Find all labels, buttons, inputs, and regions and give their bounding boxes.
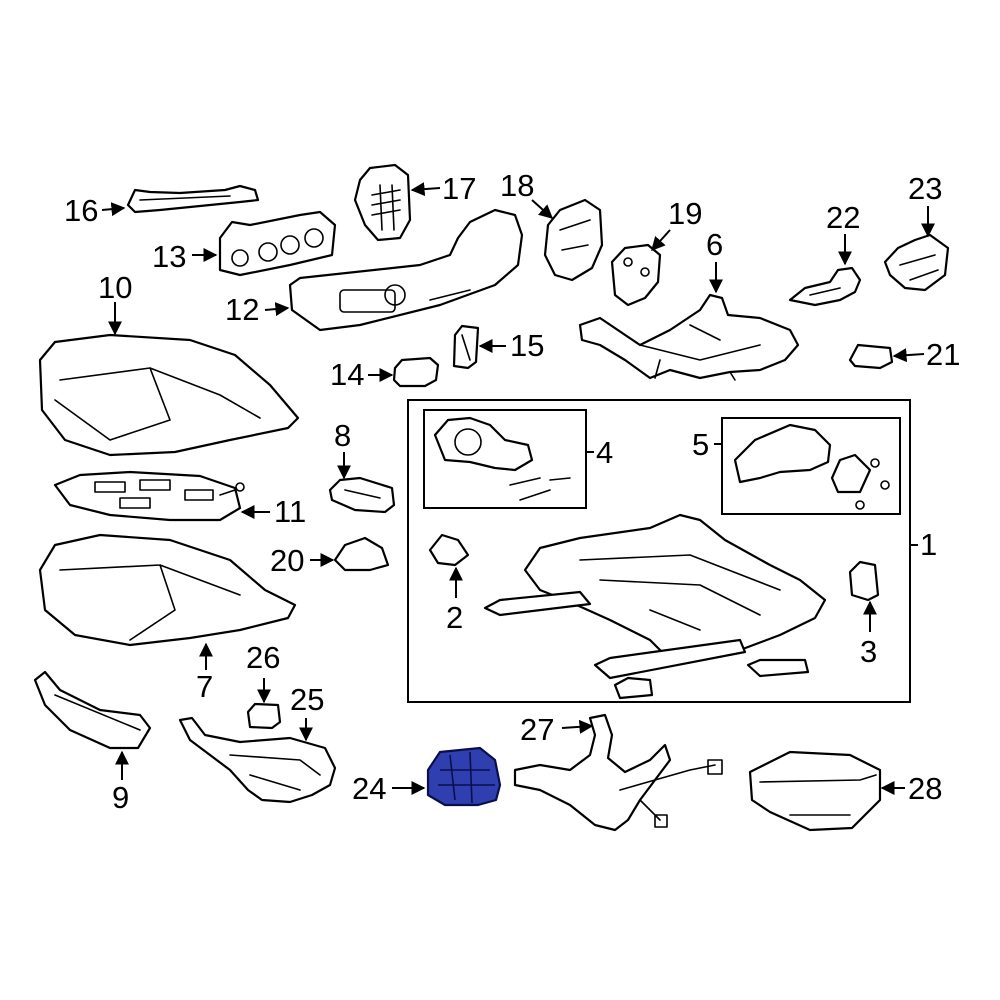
part-9-trim-panel[interactable] — [33, 670, 152, 750]
leader-27 — [561, 719, 594, 734]
callout-25: 25 — [290, 682, 324, 717]
callout-24: 24 — [352, 771, 386, 806]
callout-28: 28 — [908, 771, 942, 806]
callout-15: 15 — [510, 328, 544, 363]
callout-19: 19 — [668, 196, 702, 231]
part-10-cushion-cover[interactable] — [38, 333, 300, 457]
callout-22: 22 — [826, 200, 860, 235]
callout-9: 9 — [112, 780, 129, 815]
callout-20: 20 — [270, 543, 304, 578]
part-12-side-shield[interactable] — [288, 208, 524, 332]
callout-21: 21 — [926, 337, 960, 372]
callout-7: 7 — [196, 669, 213, 704]
leader-21 — [892, 348, 925, 363]
part-18-cover[interactable] — [543, 198, 604, 282]
leader-18 — [531, 199, 554, 219]
part-28-control-unit[interactable] — [748, 750, 882, 832]
part-14-knob[interactable] — [392, 356, 440, 388]
leader-19 — [651, 229, 671, 252]
leader-12 — [264, 302, 290, 317]
part-26-block[interactable] — [246, 702, 282, 730]
callout-16: 16 — [64, 193, 98, 228]
callout-23: 23 — [908, 171, 942, 206]
part-15-knob[interactable] — [452, 324, 480, 370]
part-24-highlighted-module[interactable] — [426, 746, 502, 807]
part-23-bracket[interactable] — [883, 233, 950, 292]
part-6-adjuster[interactable] — [578, 293, 800, 381]
callout-13: 13 — [152, 239, 186, 274]
callout-6: 6 — [706, 227, 723, 262]
part-20-clip[interactable] — [333, 536, 390, 572]
part-17-switch-housing[interactable] — [353, 163, 412, 242]
sub-box-5 — [721, 417, 901, 515]
callout-12: 12 — [225, 292, 259, 327]
part-2-clip[interactable] — [428, 533, 470, 567]
part-22-lever[interactable] — [788, 266, 862, 307]
callout-11: 11 — [274, 494, 306, 529]
callout-26: 26 — [246, 640, 280, 675]
part-7-cushion-pad[interactable] — [38, 533, 297, 647]
part-11-heater-pad[interactable] — [53, 470, 245, 522]
leader-16 — [101, 202, 126, 217]
callout-3: 3 — [860, 634, 877, 669]
part-8-connector[interactable] — [328, 476, 396, 514]
part-13-switch-assembly[interactable] — [218, 210, 337, 277]
callout-27: 27 — [520, 712, 554, 747]
part-3-clip[interactable] — [848, 560, 880, 602]
part-1-seat-frame[interactable] — [483, 513, 827, 700]
callout-8: 8 — [334, 418, 351, 453]
callout-10: 10 — [98, 270, 132, 305]
leader-17 — [410, 182, 441, 197]
part-4-motor[interactable] — [433, 416, 571, 501]
part-27-harness[interactable] — [513, 713, 723, 832]
part-25-bracket[interactable] — [178, 716, 337, 804]
sub-box-4 — [423, 409, 587, 509]
part-21-clip[interactable] — [848, 343, 894, 370]
part-5-motor[interactable] — [733, 423, 890, 510]
callout-18: 18 — [500, 168, 534, 203]
part-19-bracket[interactable] — [610, 243, 662, 307]
callout-4: 4 — [596, 435, 613, 470]
callout-1: 1 — [920, 527, 937, 562]
part-16-trim-strip[interactable] — [126, 184, 260, 214]
assembly-box-1 — [407, 399, 911, 703]
callout-14: 14 — [330, 357, 364, 392]
callout-5: 5 — [692, 427, 709, 462]
callout-2: 2 — [446, 600, 463, 635]
callout-17: 17 — [442, 171, 476, 206]
